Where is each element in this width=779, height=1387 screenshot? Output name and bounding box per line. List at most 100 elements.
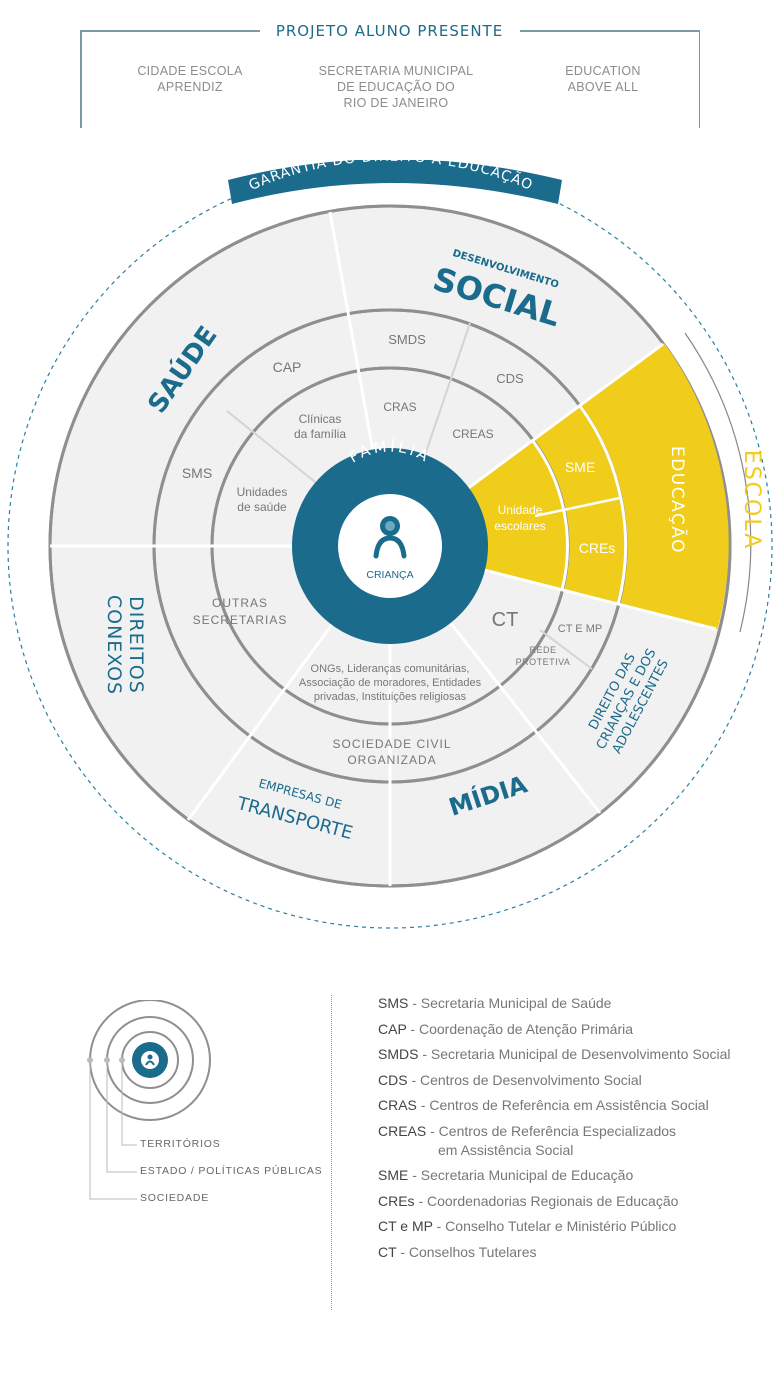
- glossary-item: CT - Conselhos Tutelares: [378, 1243, 778, 1262]
- smds-label: SMDS: [388, 332, 426, 347]
- sociedade-label: ORGANIZADA: [347, 753, 436, 767]
- middle-rim-yellow: [578, 405, 628, 606]
- sociedade-label: SOCIEDADE CIVIL: [332, 737, 451, 751]
- banner-ribbon: [228, 160, 562, 204]
- partner-secretaria: SECRETARIA MUNICIPAL DE EDUCAÇÃO DO RIO …: [296, 63, 496, 111]
- glossary-item: CREAS - Centros de Referência Especializ…: [378, 1122, 778, 1141]
- glossary-desc: - Secretaria Municipal de Saúde: [408, 995, 612, 1011]
- divider-cap-sms: [226, 410, 321, 487]
- glossary-item: SME - Secretaria Municipal de Educação: [378, 1166, 778, 1185]
- ongs-label: privadas, Instituições religiosas: [314, 691, 467, 703]
- partner-line: SECRETARIA MUNICIPAL: [318, 64, 474, 78]
- partner-cidade-escola: CIDADE ESCOLA APRENDIZ: [110, 63, 270, 95]
- middle-labels: CAP SMS SMDS CDS SME CREs CT CT E MP OUT…: [182, 332, 615, 767]
- glossary-item: CRAS - Centros de Referência em Assistên…: [378, 1096, 778, 1115]
- frame-top-right: [520, 30, 700, 32]
- glossary-abbr: CREAS: [378, 1122, 427, 1139]
- conexos-line: DIREITOS: [125, 596, 147, 694]
- unidades-saude-label: de saúde: [237, 500, 287, 514]
- clinicas-label: Clínicas: [299, 412, 342, 426]
- glossary-abbr: SMS: [378, 995, 409, 1011]
- mini-label-sociedade: SOCIEDADE: [140, 1192, 210, 1204]
- outras-label: OUTRAS: [212, 596, 268, 610]
- divider-smds-cds: [424, 322, 471, 456]
- sme-label: SME: [565, 459, 595, 475]
- cras-label: CRAS: [383, 400, 416, 414]
- outer-rim-yellow: [661, 343, 729, 630]
- frame-top-left: [80, 30, 260, 32]
- glossary-desc: em Assistência Social: [438, 1141, 574, 1158]
- inner-rim-yellow: [531, 440, 569, 591]
- inner-labels: Clínicas da família Unidades de saúde CR…: [237, 400, 571, 703]
- partner-line: CIDADE ESCOLA: [137, 64, 243, 78]
- crianca-circle: [338, 494, 442, 598]
- ongs-label: Associação de moradores, Entidades: [299, 677, 482, 689]
- conexos-label: DIREITOS CONEXOS: [103, 595, 147, 695]
- outer-dashed-ring: [7, 163, 773, 929]
- mini-legend: [87, 1000, 211, 1200]
- glossary-desc: - Conselhos Tutelares: [396, 1243, 537, 1260]
- glossary-desc: - Secretaria Municipal de Educação: [408, 1167, 634, 1183]
- partner-line: EDUCATION: [565, 64, 641, 78]
- glossary-item: SMDS - Secretaria Municipal de Desenvolv…: [378, 1045, 778, 1064]
- conexos-line: CONEXOS: [103, 595, 125, 695]
- sub-dividers: [226, 322, 593, 670]
- glossary-item: CT e MP - Conselho Tutelar e Ministério …: [378, 1217, 778, 1236]
- divider-ct-rede: [539, 629, 593, 670]
- glossary-item: SMS - Secretaria Municipal de Saúde: [378, 994, 778, 1013]
- cres-label: CREs: [579, 540, 616, 556]
- mini-label-estado: ESTADO / POLÍTICAS PÚBLICAS: [140, 1165, 323, 1177]
- glossary-item-continued: em Assistência Social: [378, 1141, 778, 1160]
- unidades-saude-label: Unidades: [237, 485, 288, 499]
- glossary-abbr: SMDS: [378, 1046, 419, 1062]
- rede-label: PROTETIVA: [516, 657, 571, 667]
- mini-child-icon: [145, 1054, 155, 1066]
- creas-label: CREAS: [452, 427, 493, 441]
- partner-line: ABOVE ALL: [567, 80, 639, 94]
- frame-right: [698, 30, 700, 128]
- rede-label: REDE: [529, 645, 556, 655]
- glossary-abbr: CREs: [378, 1192, 415, 1209]
- glossary-item: CREs - Coordenadorias Regionais de Educa…: [378, 1192, 778, 1211]
- glossary-abbr: CT e MP: [378, 1218, 433, 1234]
- educacao-label: EDUCAÇÃO: [667, 446, 689, 554]
- escola-bracket: [684, 332, 752, 633]
- yellow-sub-dividers: [534, 496, 621, 518]
- header-title: PROJETO ALUNO PRESENTE: [275, 22, 504, 40]
- glossary-abbr: CT: [378, 1243, 397, 1260]
- unidade-escolares-label: escolares: [494, 519, 545, 533]
- glossary-item: CDS - Centros de Desenvolvimento Social: [378, 1071, 778, 1090]
- frame-left: [80, 30, 82, 128]
- divider-sme-cres: [534, 496, 621, 518]
- ongs-label: ONGs, Lideranças comunitárias,: [311, 663, 470, 675]
- glossary-item: CAP - Coordenação de Atenção Primária: [378, 1020, 778, 1039]
- glossary: SMS - Secretaria Municipal de Saúde CAP …: [378, 994, 778, 1268]
- clinicas-label: da família: [294, 427, 346, 441]
- legend-divider: [331, 995, 332, 1310]
- rights-diagram: GARANTIA DO DIREITO À EDUCAÇÃO ESCOLA FA…: [7, 160, 773, 929]
- glossary-desc: - Centros de Referência em Assistência S…: [416, 1097, 709, 1113]
- glossary-abbr: CRAS: [378, 1097, 417, 1113]
- mini-leaders: [89, 1060, 137, 1200]
- glossary-desc: - Coordenadorias Regionais de Educação: [414, 1192, 679, 1209]
- cds-label: CDS: [496, 371, 524, 386]
- partner-line: RIO DE JANEIRO: [343, 96, 449, 110]
- glossary-desc: - Centros de Referência Especializados: [426, 1122, 677, 1139]
- banner: GARANTIA DO DIREITO À EDUCAÇÃO: [228, 160, 562, 204]
- glossary-desc: - Conselho Tutelar e Ministério Público: [432, 1218, 677, 1234]
- header-frame: [80, 30, 700, 128]
- child-icon: [373, 516, 407, 559]
- glossary-desc: - Centros de Desenvolvimento Social: [407, 1071, 642, 1088]
- glossary-abbr: SME: [378, 1167, 409, 1183]
- partner-line: DE EDUCAÇÃO DO: [336, 80, 456, 94]
- ct-label: CT: [492, 609, 519, 631]
- partner-line: APRENDIZ: [157, 80, 223, 94]
- partner-education-above-all: EDUCATION ABOVE ALL: [523, 63, 683, 95]
- mini-center-inner: [141, 1051, 159, 1069]
- glossary-abbr: CAP: [378, 1020, 407, 1037]
- mini-label-territorios: TERRITÓRIOS: [140, 1138, 221, 1150]
- crianca-label: CRIANÇA: [366, 569, 413, 581]
- ctmp-label: CT E MP: [558, 623, 602, 635]
- escola-label: ESCOLA: [739, 450, 764, 550]
- glossary-desc: - Secretaria Municipal de Desenvolviment…: [418, 1046, 731, 1062]
